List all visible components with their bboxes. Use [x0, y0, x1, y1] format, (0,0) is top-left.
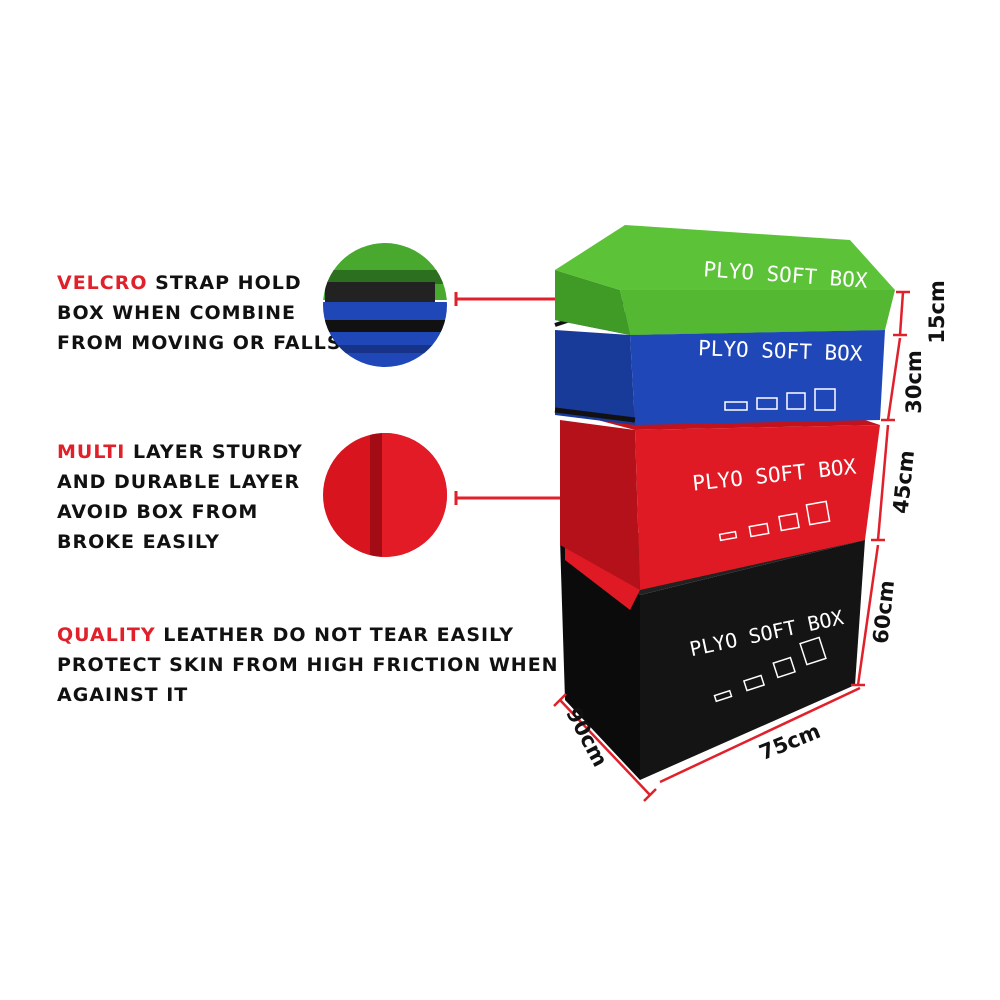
box-size-icons-black: [713, 636, 827, 703]
velcro-detail-circle: [323, 243, 447, 367]
feature-text: LEATHER DO NOT TEAR EASILY: [155, 624, 515, 646]
feature-text: AND DURABLE LAYER: [57, 471, 301, 493]
feature-text: BROKE EASILY: [57, 531, 220, 553]
feature-multi-layer: MULTI LAYER STURDY AND DURABLE LAYER AVO…: [57, 437, 303, 557]
feature-velcro: VELCRO STRAP HOLD BOX WHEN COMBINE FROM …: [57, 268, 342, 358]
dimension-label-15cm: 15cm: [924, 280, 949, 344]
box-size-icons-blue: [724, 388, 836, 411]
feature-keyword: QUALITY: [57, 624, 156, 646]
box-label-blue: PLYO SOFT BOX: [698, 336, 863, 366]
feature-keyword: VELCRO: [57, 272, 148, 294]
box-size-icons-red: [718, 500, 831, 542]
connector-multi-layer: [454, 491, 565, 505]
multi-layer-detail-circle: [323, 433, 447, 557]
dimension-lines: [553, 290, 910, 802]
feature-quality: QUALITY LEATHER DO NOT TEAR EASILY PROTE…: [57, 620, 559, 710]
feature-text: STRAP HOLD: [147, 272, 302, 294]
box-15cm: [555, 225, 895, 335]
feature-keyword: MULTI: [57, 441, 126, 463]
feature-text: PROTECT SKIN FROM HIGH FRICTION WHEN: [57, 654, 559, 676]
feature-text: AVOID BOX FROM: [57, 501, 259, 523]
connector-velcro: [454, 292, 565, 306]
feature-text: FROM MOVING OR FALLS: [57, 332, 342, 354]
dimension-label-30cm: 30cm: [901, 350, 926, 414]
feature-text: AGAINST IT: [57, 684, 189, 706]
feature-text: BOX WHEN COMBINE: [57, 302, 297, 324]
feature-text: LAYER STURDY: [125, 441, 303, 463]
